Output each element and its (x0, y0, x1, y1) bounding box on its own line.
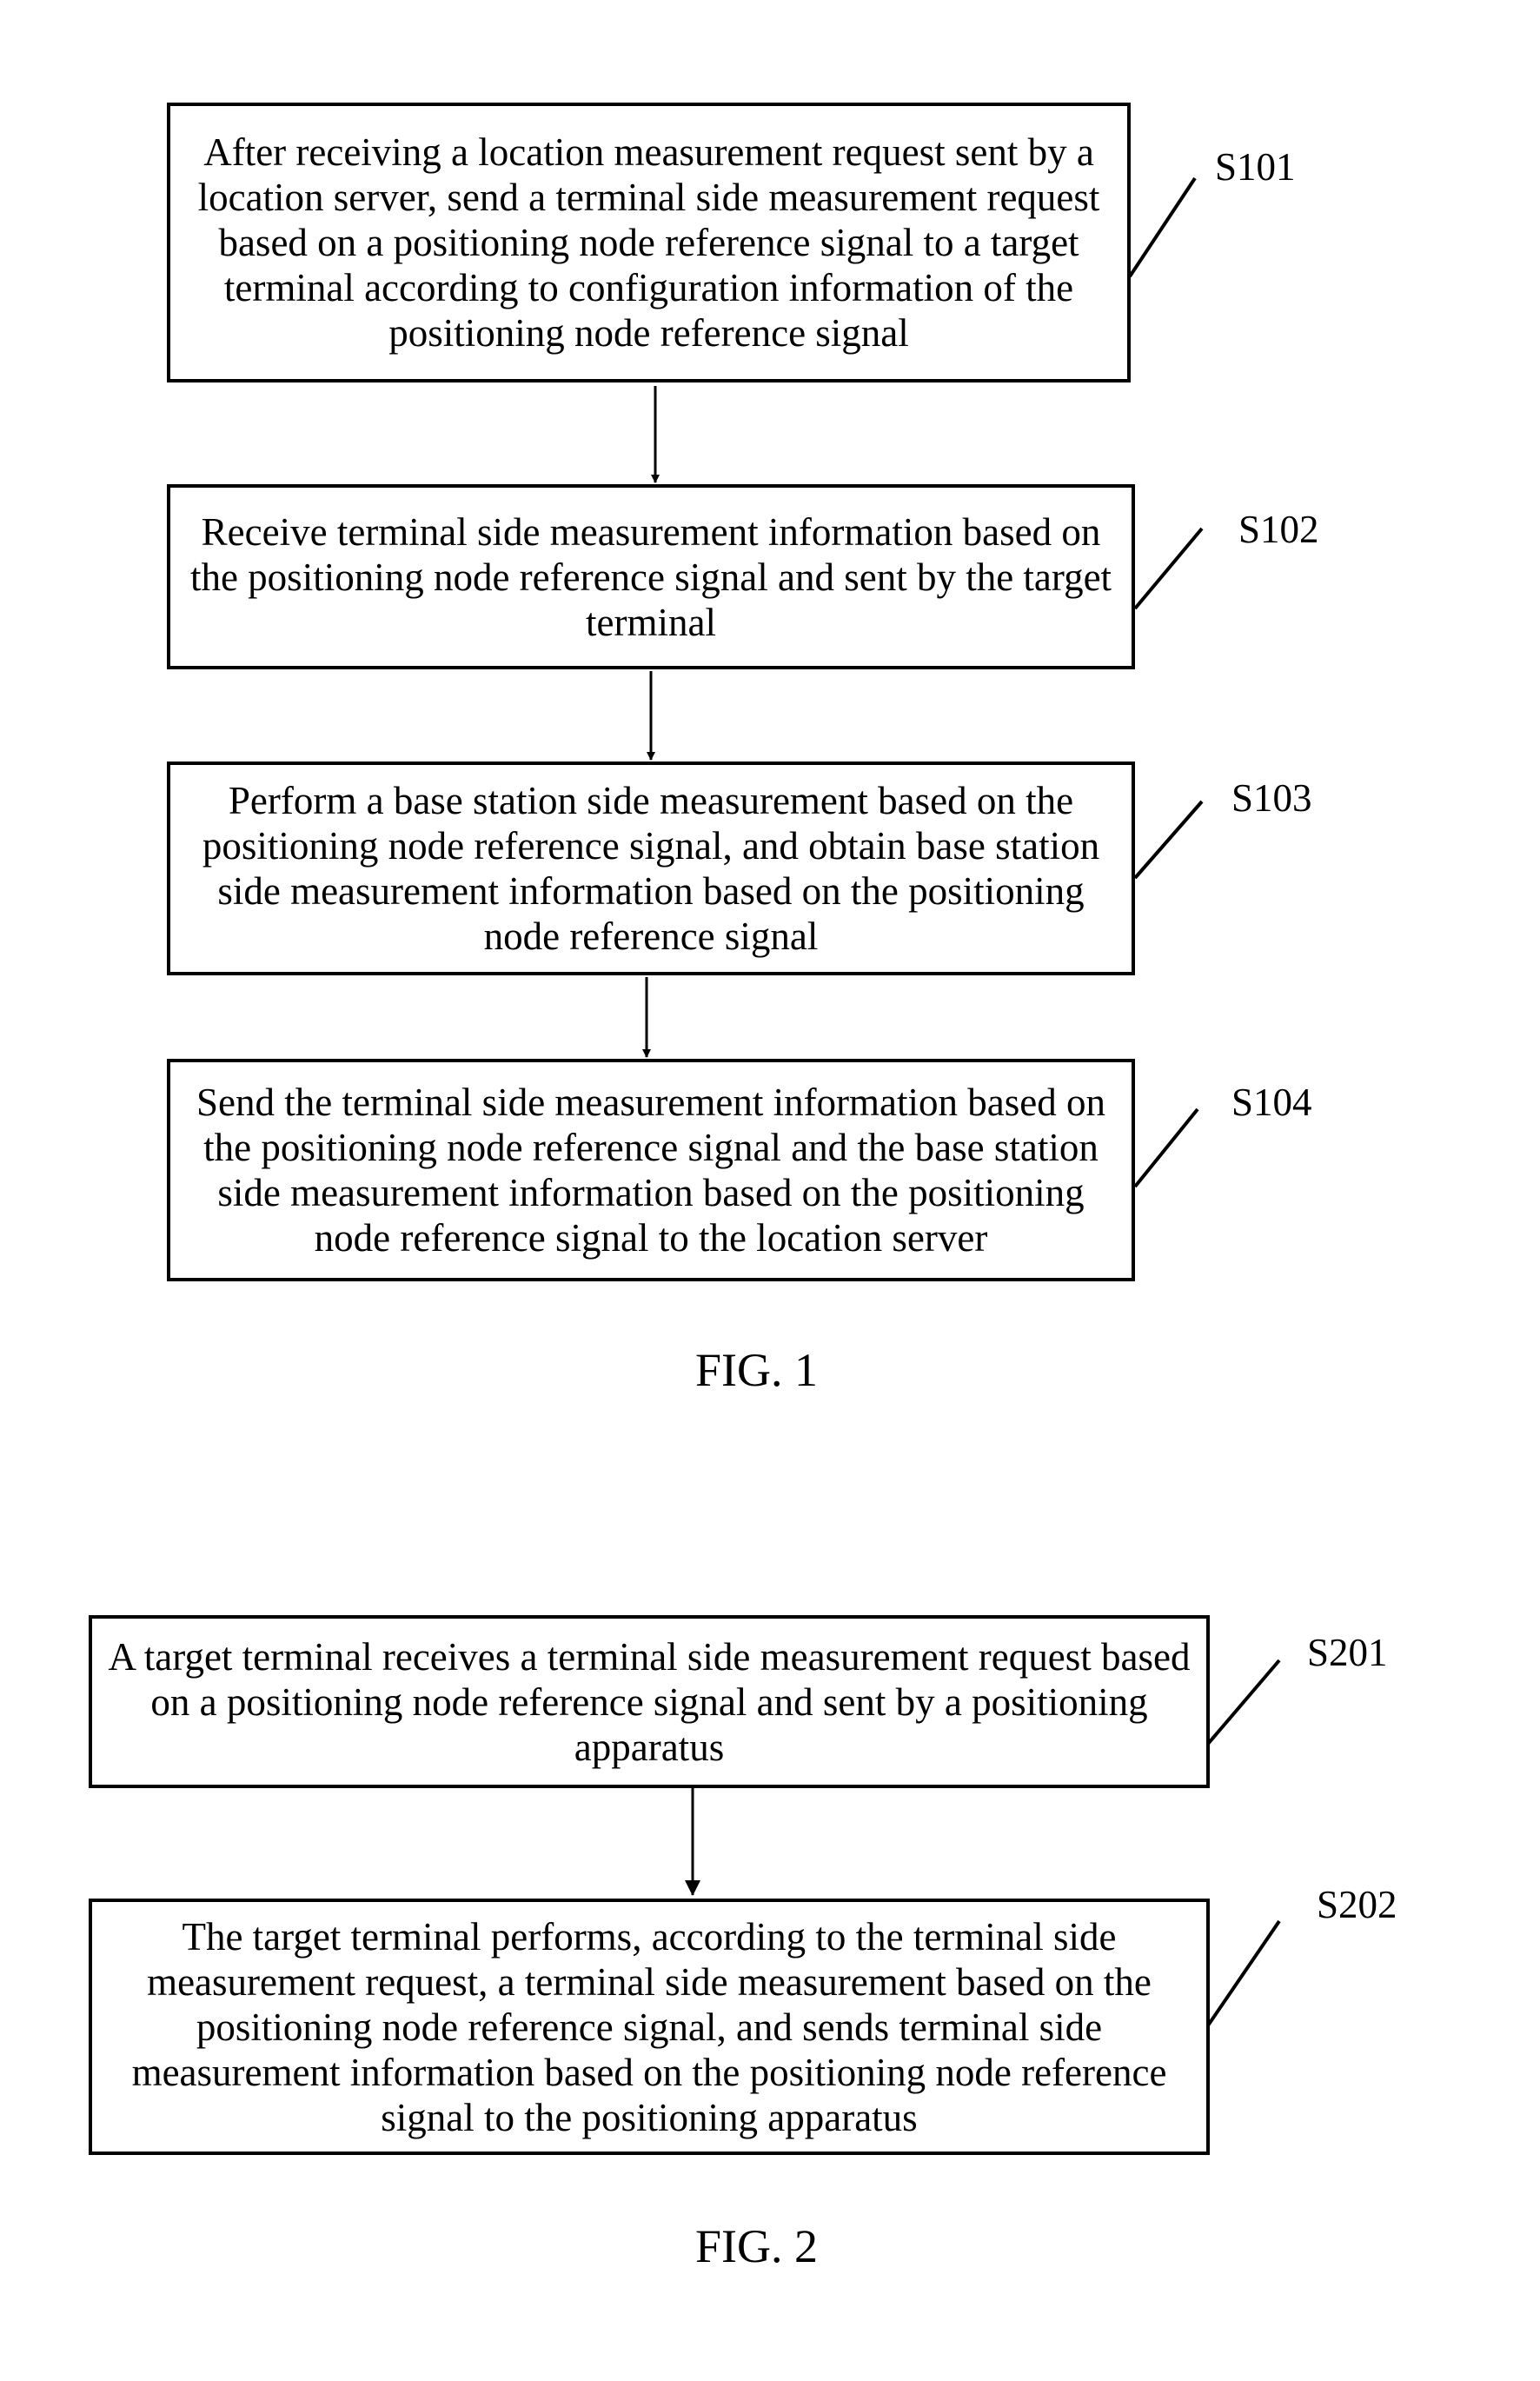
step-text-s101: After receiving a location measurement r… (170, 130, 1127, 356)
leader-s101 (1130, 178, 1195, 276)
step-text-s202: The target terminal performs, according … (92, 1914, 1206, 2140)
step-label-s202: S202 (1317, 1882, 1397, 1927)
leader-s202 (1208, 1921, 1279, 2025)
step-box-s102: Receive terminal side measurement inform… (167, 484, 1135, 669)
step-text-s201: A target terminal receives a terminal si… (92, 1634, 1206, 1770)
leader-s102 (1135, 529, 1202, 609)
step-label-s101: S101 (1215, 144, 1296, 190)
leader-s104 (1135, 1109, 1198, 1187)
step-box-s201: A target terminal receives a terminal si… (89, 1615, 1210, 1788)
step-label-s102: S102 (1238, 507, 1319, 552)
step-box-s101: After receiving a location measurement r… (167, 103, 1131, 382)
step-text-s103: Perform a base station side measurement … (170, 778, 1132, 959)
step-label-s103: S103 (1231, 775, 1312, 821)
figure-caption-2: FIG. 2 (695, 2220, 818, 2272)
step-text-s104: Send the terminal side measurement infor… (170, 1080, 1132, 1260)
step-label-s104: S104 (1231, 1080, 1312, 1125)
step-text-s102: Receive terminal side measurement inform… (170, 509, 1132, 645)
leader-s103 (1135, 801, 1202, 878)
leader-s201 (1208, 1660, 1279, 1744)
step-box-s104: Send the terminal side measurement infor… (167, 1059, 1135, 1281)
step-box-s202: The target terminal performs, according … (89, 1899, 1210, 2155)
step-box-s103: Perform a base station side measurement … (167, 762, 1135, 975)
step-label-s201: S201 (1307, 1630, 1388, 1675)
figure-caption-1: FIG. 1 (695, 1344, 818, 1396)
